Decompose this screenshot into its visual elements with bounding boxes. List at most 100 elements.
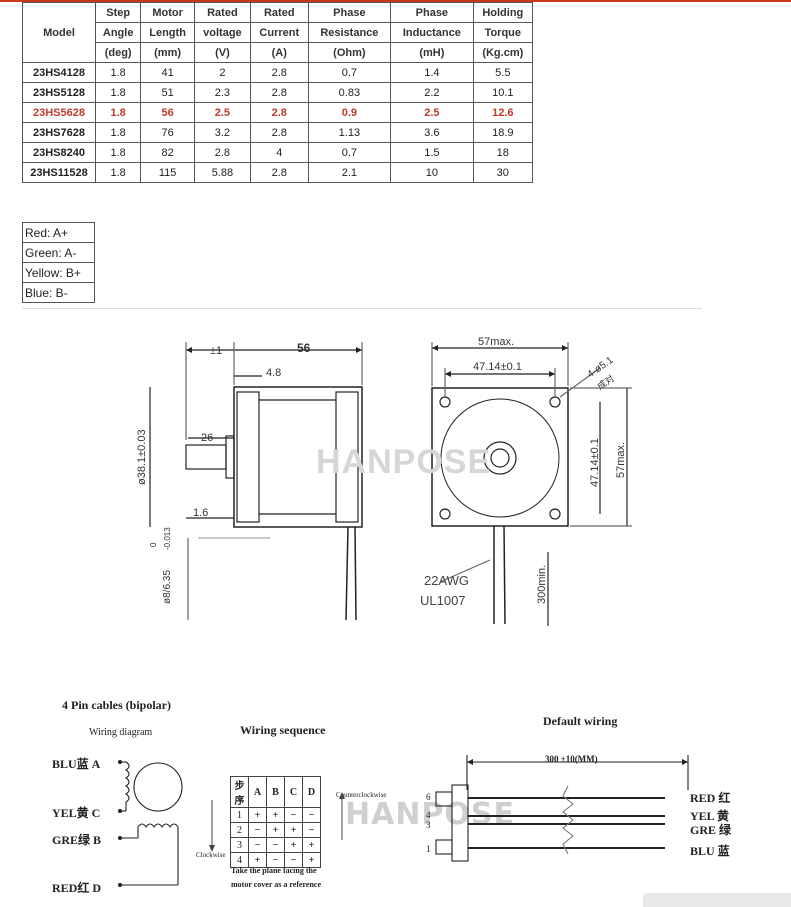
dim-d8-tol2: -0.013: [163, 527, 172, 550]
spec-value-cell: 51: [140, 82, 195, 103]
default-wiring-title: Default wiring: [543, 714, 618, 728]
spec-header-cell: (Ohm): [307, 42, 392, 63]
spec-header-cell: Motor: [140, 2, 195, 23]
seq-cell: −: [266, 852, 285, 868]
pin-number-1: 1: [426, 844, 431, 854]
spec-header-cell: Phase: [390, 2, 474, 23]
spec-header-cell: (mm): [140, 42, 195, 63]
color-yellow: Yellow: B+: [22, 262, 95, 283]
pin-d-label: RED红 D: [52, 881, 102, 895]
dim-300min: 300min.: [536, 565, 548, 604]
spec-value-cell: 10: [390, 162, 474, 183]
spec-header-cell: Length: [140, 22, 195, 43]
spec-header-row: (deg)(mm)(V)(A)(Ohm)(mH)(Kg.cm): [23, 42, 534, 63]
top-accent-line: [0, 0, 791, 2]
dim-56: 56: [297, 341, 311, 355]
default-wiring-drawing: [435, 755, 689, 862]
pin-a-label: BLU蓝 A: [52, 757, 101, 771]
dim-pm1: ±1: [210, 345, 222, 357]
spec-value-cell: 0.7: [307, 62, 392, 83]
wiring-diagram: [118, 760, 183, 887]
wire-blue: BLU 蓝: [690, 844, 730, 858]
dim-4714-top: 47.14±0.1: [473, 361, 522, 373]
spec-value-cell: 2.8: [249, 102, 309, 123]
spec-value-cell: 76: [140, 122, 195, 143]
pin-b-label: GRE绿 B: [52, 833, 102, 847]
spec-value-cell: 2.3: [193, 82, 251, 103]
ul-label: UL1007: [420, 593, 466, 608]
dim-d8-tol: 0: [149, 542, 158, 547]
dimension-drawing: 56 ±1 4.8 26 1.6 ø38.1±0.03 ø8/6.35 0 -0…: [136, 336, 632, 626]
spec-value-cell: 1.8: [94, 122, 142, 143]
spec-value-cell: 2: [193, 62, 251, 83]
spec-value-cell: 2.5: [390, 102, 474, 123]
wire-yellow: YEL 黄: [690, 809, 730, 823]
spec-header-cell: (Kg.cm): [472, 42, 534, 63]
spec-value-cell: 1.8: [94, 62, 142, 83]
dim-d8: ø8/6.35: [162, 570, 173, 604]
length-label: 300 ±10(MM): [545, 754, 598, 764]
spec-value-cell: 0.9: [307, 102, 392, 123]
watermark: HANPOSE: [316, 443, 491, 481]
spec-header-cell: (mH): [390, 42, 474, 63]
color-green: Green: A-: [22, 242, 95, 263]
dim-4714-side: 47.14±0.1: [589, 438, 601, 487]
spec-value-cell: 2.5: [193, 102, 251, 123]
wire-color-table: Red: A+ Green: A- Yellow: B+ Blue: B-: [22, 222, 95, 303]
awg-label: 22AWG: [424, 573, 469, 588]
spec-value-cell: 2.8: [249, 62, 309, 83]
spec-header-cell: Resistance: [307, 22, 392, 43]
dim-26: 26: [201, 432, 213, 444]
footer-tab[interactable]: [643, 893, 791, 907]
spec-value-cell: 18: [472, 142, 534, 163]
spec-model-cell: 23HS5128: [22, 82, 96, 103]
spec-header-cell: Holding: [472, 2, 534, 23]
spec-value-cell: 115: [140, 162, 195, 183]
spec-model-cell: 23HS8240: [22, 142, 96, 163]
spec-header-cell: Model: [22, 2, 96, 63]
spec-value-cell: 82: [140, 142, 195, 163]
spec-value-cell: 5.88: [193, 162, 251, 183]
spec-value-cell: 5.5: [472, 62, 534, 83]
spec-value-cell: 3.2: [193, 122, 251, 143]
spec-value-cell: 2.8: [193, 142, 251, 163]
wiring-title: 4 Pin cables (bipolar): [62, 698, 172, 712]
note-line-1: Take the plane facing the: [231, 866, 317, 875]
wire-green: GRE 绿: [690, 823, 732, 837]
spec-value-cell: 2.8: [249, 162, 309, 183]
spec-value-cell: 41: [140, 62, 195, 83]
spec-header-cell: (A): [249, 42, 309, 63]
spec-header-cell: voltage: [193, 22, 251, 43]
color-red: Red: A+: [22, 222, 95, 243]
spec-value-cell: 0.83: [307, 82, 392, 103]
pin-number-6: 6: [426, 792, 431, 802]
seq-cell: −: [302, 822, 321, 838]
spec-value-cell: 1.4: [390, 62, 474, 83]
counterclockwise-label: Counterclockwise: [336, 791, 387, 799]
color-blue: Blue: B-: [22, 282, 95, 303]
spec-header-cell: Torque: [472, 22, 534, 43]
spec-header-cell: Angle: [94, 22, 142, 43]
spec-header-cell: Phase: [307, 2, 392, 23]
pin-number-3: 3: [426, 820, 431, 830]
pin-c-label: YEL黄 C: [52, 806, 101, 820]
dim-shaft-diameter: ø38.1±0.03: [136, 429, 148, 485]
spec-value-cell: 2.1: [307, 162, 392, 183]
rotation-arrows: [209, 792, 345, 852]
spec-header-cell: Inductance: [390, 22, 474, 43]
spec-header-cell: Rated: [249, 2, 309, 23]
pin-number-4: 4: [426, 810, 431, 820]
seq-cell: +: [302, 852, 321, 868]
spec-value-cell: 18.9: [472, 122, 534, 143]
spec-value-cell: 1.5: [390, 142, 474, 163]
wire-red: RED 红: [690, 791, 731, 805]
